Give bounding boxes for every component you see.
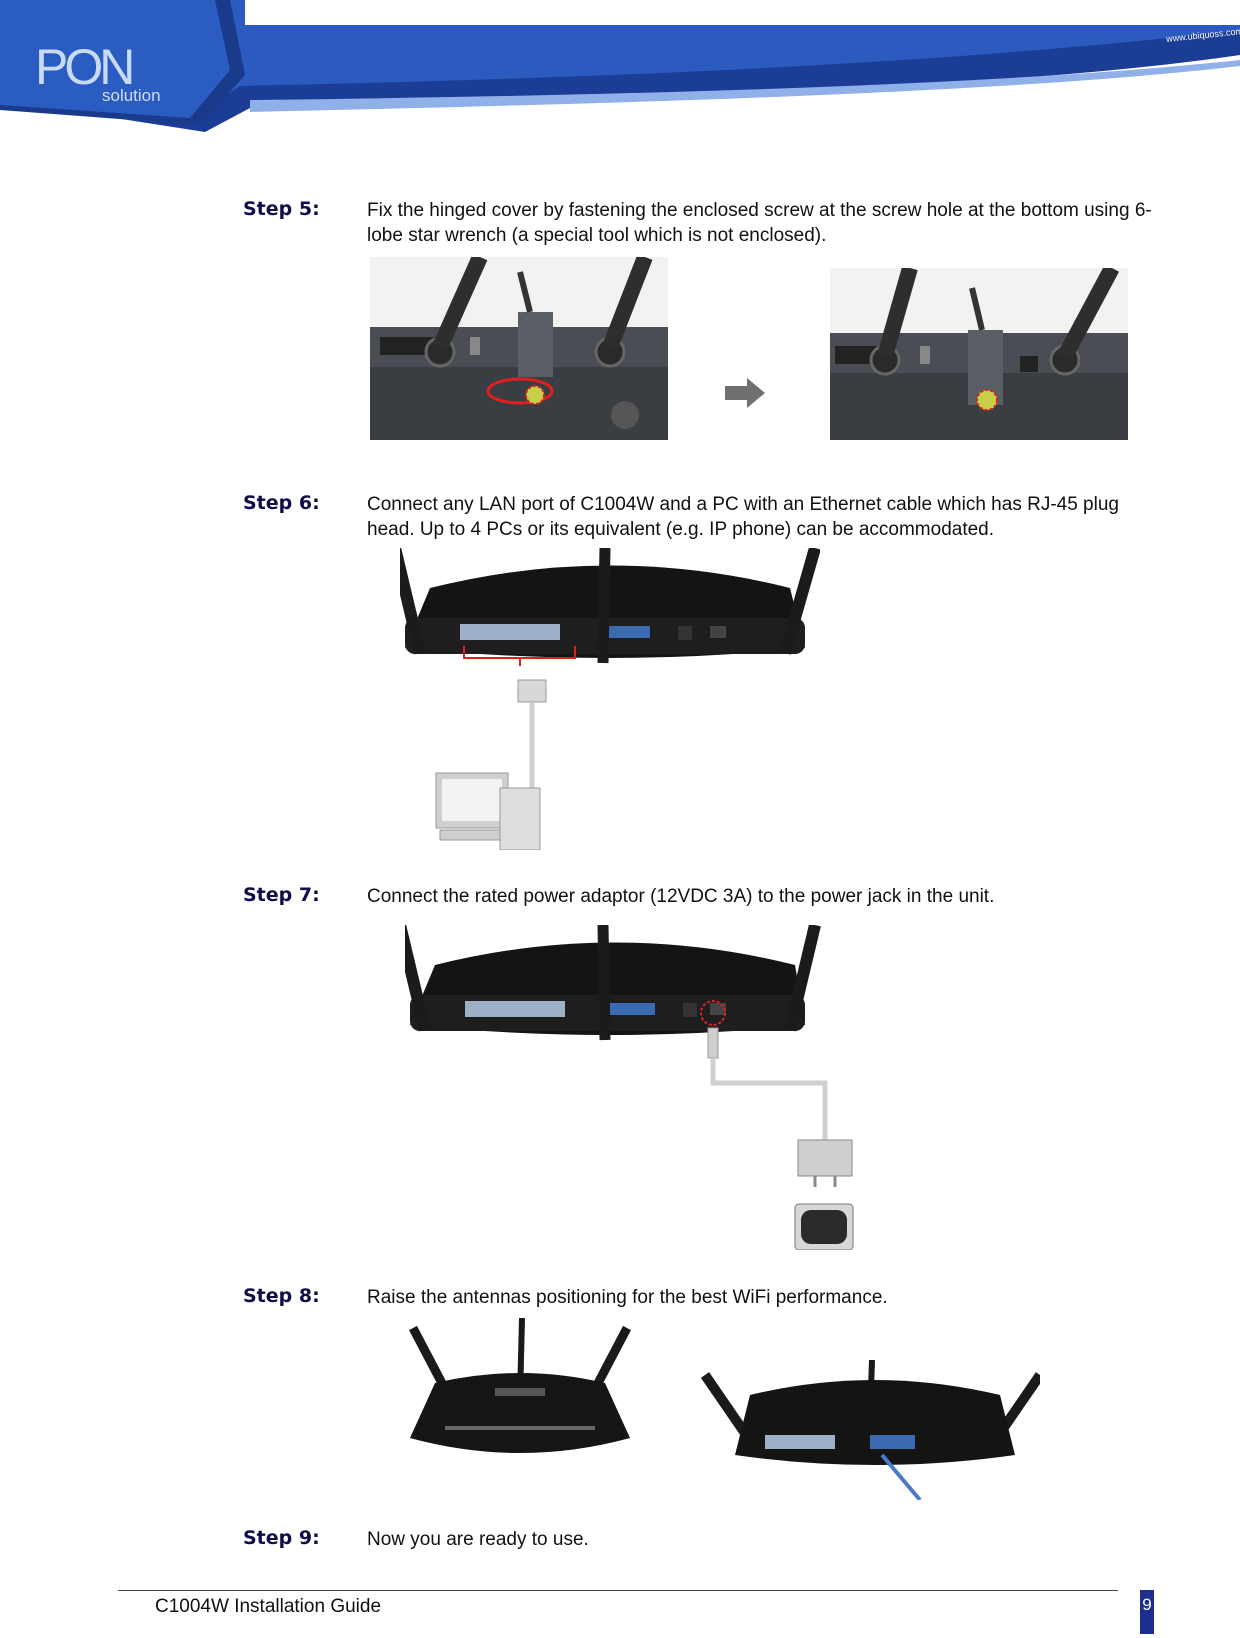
step-9-label: Step 9: (243, 1527, 320, 1549)
step-8-label: Step 8: (243, 1285, 320, 1307)
step-5-text: Fix the hinged cover by fastening the en… (367, 200, 1152, 246)
page-number: 9 (1140, 1590, 1154, 1634)
arrow-right-icon (725, 378, 765, 413)
step-7-text: Connect the rated power adaptor (12VDC 3… (367, 886, 995, 907)
step-7-label: Step 7: (243, 884, 320, 906)
step-8-image-back (700, 1359, 1045, 1502)
header-banner: PON solution www.ubiquoss.com (0, 0, 1240, 140)
step-8-image-front (405, 1317, 635, 1468)
step-6-label: Step 6: (243, 492, 320, 514)
step-5-image-before (370, 253, 668, 440)
logo-solution: solution (102, 86, 161, 105)
step-6-text: Connect any LAN port of C1004W and a PC … (367, 494, 1119, 540)
step-5-image-after (830, 264, 1128, 440)
step-6-image (389, 546, 821, 851)
footer-title: C1004W Installation Guide (155, 1596, 382, 1617)
step-7-image (394, 923, 855, 1251)
step-9-text: Now you are ready to use. (367, 1529, 589, 1550)
step-8-text: Raise the antennas positioning for the b… (367, 1287, 888, 1308)
logo-pon: PON (35, 39, 135, 95)
footer-divider (118, 1590, 1118, 1591)
step-5-label: Step 5: (243, 198, 320, 220)
header-swoosh (0, 0, 1240, 132)
